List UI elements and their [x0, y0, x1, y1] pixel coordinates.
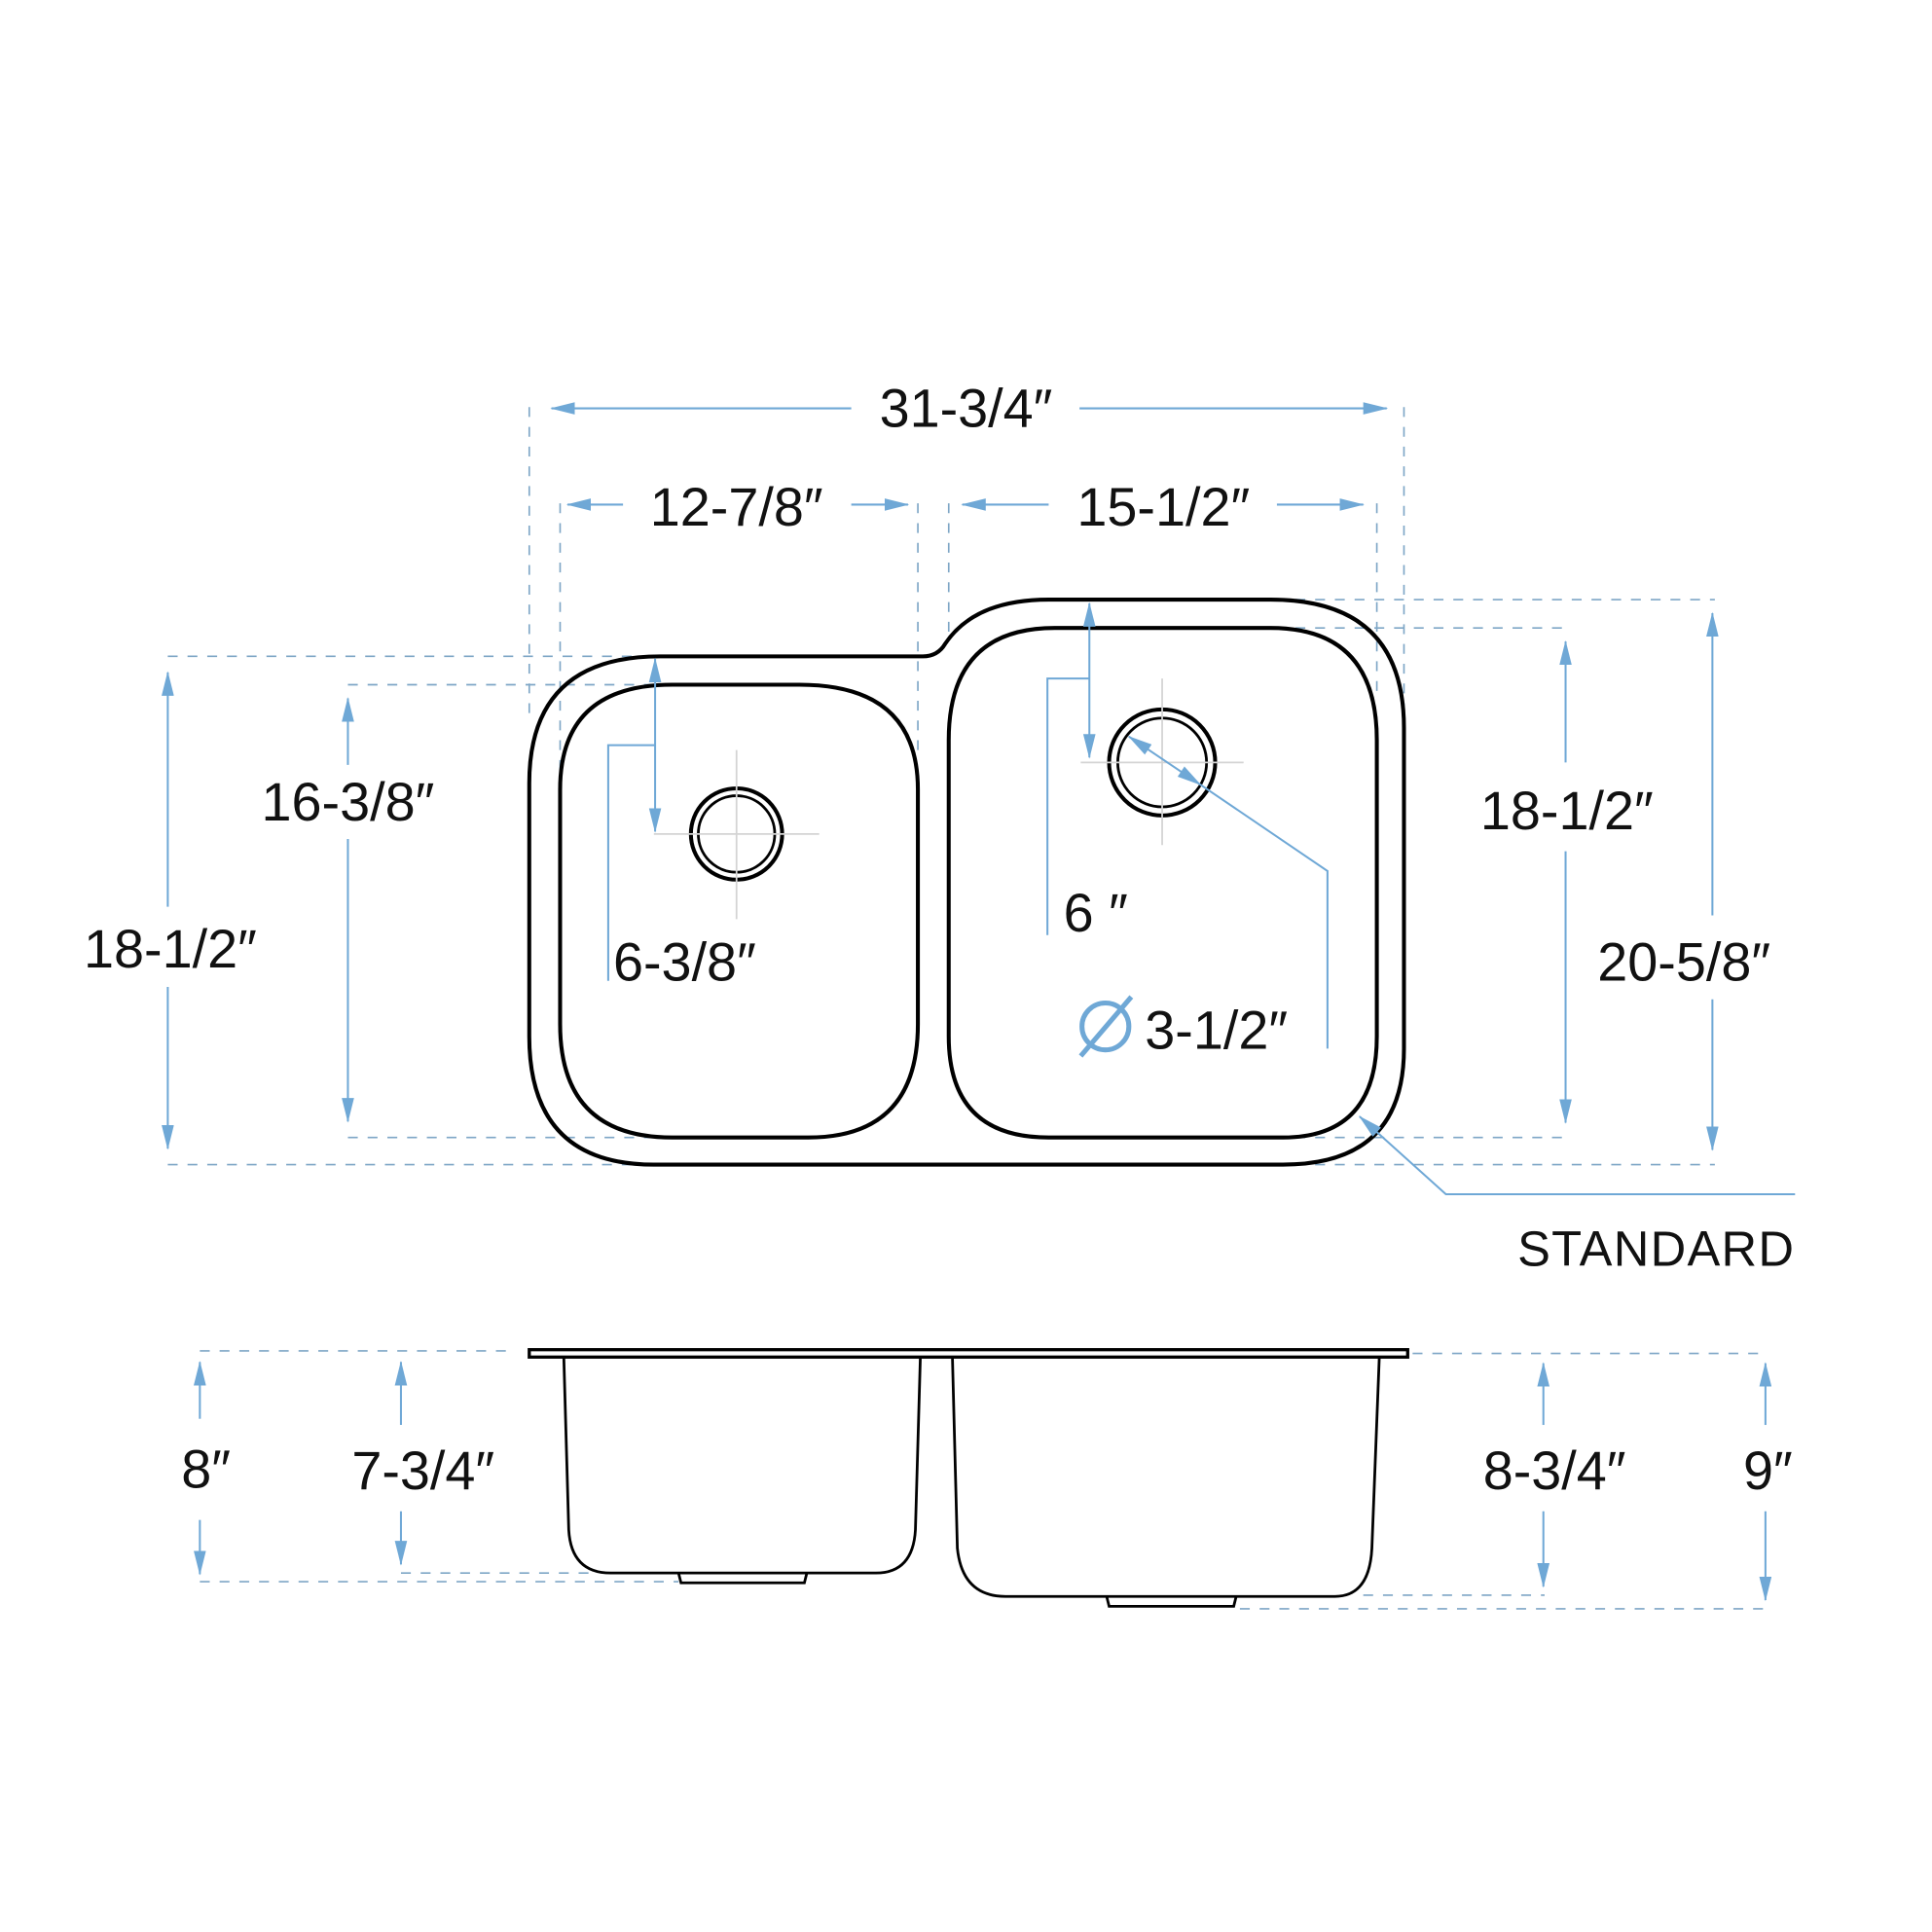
sink-rim-flange	[528, 1348, 1409, 1359]
right-total-depth-label: 9″	[1743, 1440, 1793, 1501]
edge-type-label: STANDARD	[1517, 1221, 1795, 1277]
left-drain-offset-label: 6-3/8″	[613, 932, 756, 993]
right-bowl-width-label: 15-1/2″	[1076, 477, 1250, 537]
right-bowl-outline	[946, 626, 1379, 1140]
drain-diameter-label: 3-1/2″	[1145, 1000, 1288, 1060]
right-outer-depth-label: 20-5/8″	[1597, 932, 1770, 993]
right-drain-profile	[1105, 1595, 1238, 1608]
left-drain-profile	[676, 1572, 809, 1585]
extension-lines	[167, 407, 1715, 1166]
right-drain-offset-label: 6 ″	[1064, 883, 1128, 943]
right-bowl-depth-label: 18-1/2″	[1480, 781, 1654, 841]
right-bowl-profile	[951, 1357, 1381, 1598]
left-outer-depth-label: 18-1/2″	[84, 919, 257, 979]
left-total-depth-label: 8″	[181, 1440, 231, 1500]
overall-width-label: 31-3/4″	[880, 379, 1053, 439]
sink-outer-rim	[527, 598, 1406, 1167]
left-bowl-profile	[562, 1357, 922, 1575]
top-view: 31-3/4″ 12-7/8″ 15-1/2″ 18-1/2″ 16-3/8″ …	[84, 379, 1796, 1277]
side-view: 8″ 7-3/4″ 8-3/4″ 9″	[181, 1348, 1793, 1610]
left-bowl-depth-side-label: 7-3/4″	[351, 1440, 494, 1501]
diameter-icon	[1078, 995, 1134, 1058]
left-drain	[653, 749, 820, 920]
left-bowl-depth-label: 16-3/8″	[262, 772, 435, 832]
right-drain	[1080, 678, 1244, 846]
right-bowl-depth-side-label: 8-3/4″	[1483, 1440, 1626, 1501]
left-bowl-width-label: 12-7/8″	[650, 477, 823, 537]
left-bowl-outline	[558, 682, 921, 1140]
